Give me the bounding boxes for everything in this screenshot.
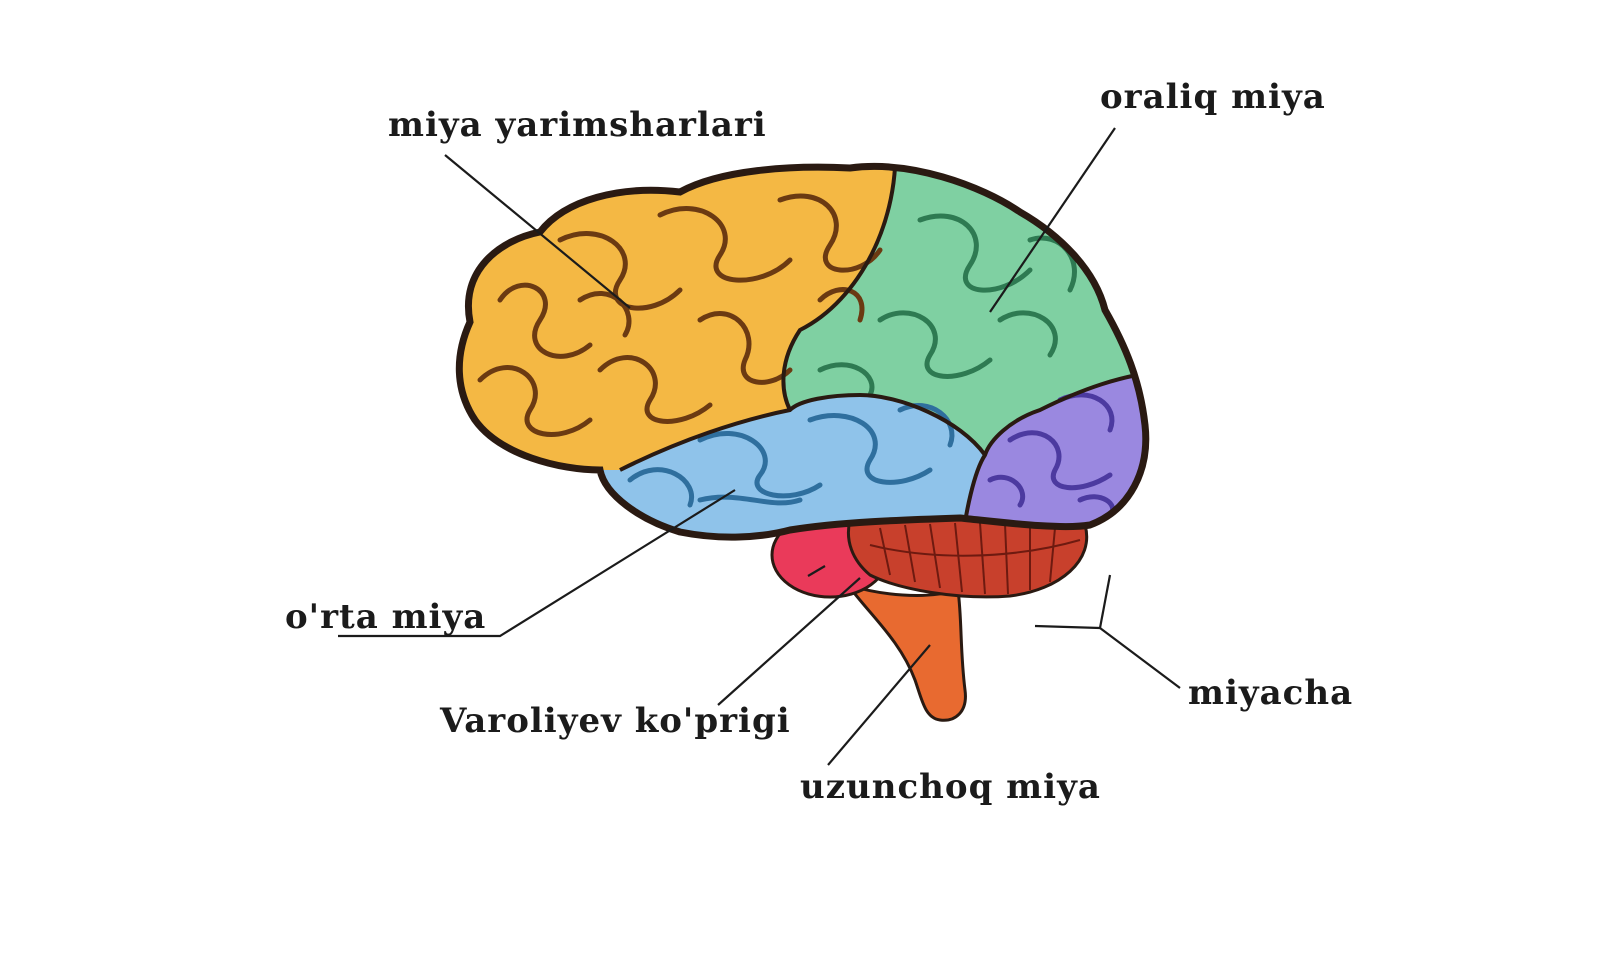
- leader-pons-tick: [807, 565, 826, 577]
- leader-diencephalon: [989, 127, 1116, 313]
- leader-hemispheres: [444, 154, 631, 309]
- leader-lines: [338, 127, 1181, 766]
- label-midbrain: o'rta miya: [285, 597, 487, 637]
- cerebellum-folia: [869, 522, 1081, 595]
- leader-medulla: [827, 644, 931, 766]
- leader-midbrain: [338, 489, 736, 638]
- brain-outline: [455, 163, 1150, 541]
- medulla-oblongata: [844, 582, 967, 722]
- leader-pons: [717, 577, 861, 706]
- gyri-temporal: [627, 402, 955, 508]
- label-medulla: uzunchoq miya: [800, 767, 1101, 807]
- leader-cerebellum-1: [1034, 624, 1101, 630]
- label-pons: Varoliyev ko'prigi: [440, 701, 791, 741]
- leader-cerebellum-3: [1099, 627, 1181, 689]
- gyri-frontal: [477, 193, 883, 437]
- label-hemispheres: miya yarimsharlari: [388, 105, 767, 145]
- label-cerebellum: miyacha: [1188, 673, 1354, 713]
- label-diencephalon: oraliq miya: [1100, 77, 1326, 117]
- lobe-borders: [619, 166, 1146, 538]
- leader-cerebellum-2: [1098, 574, 1112, 629]
